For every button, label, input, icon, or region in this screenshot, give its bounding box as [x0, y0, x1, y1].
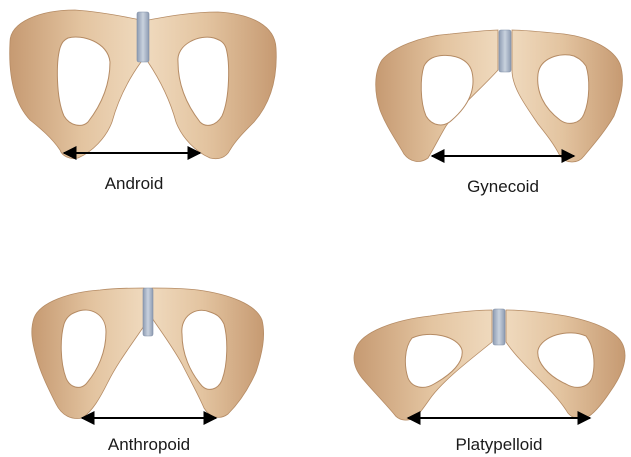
panel-gynecoid: Gynecoid: [376, 30, 623, 196]
anthropoid-pelvis-illustration: [32, 288, 264, 418]
label-gynecoid: Gynecoid: [467, 177, 539, 196]
gynecoid-pelvis-illustration: [376, 30, 623, 162]
android-pelvis-illustration: [10, 10, 277, 159]
panel-anthropoid: Anthropoid: [32, 288, 264, 454]
panel-platypelloid: Platypelloid: [354, 309, 625, 454]
label-android: Android: [105, 174, 164, 193]
panel-android: Android: [10, 10, 277, 193]
label-platypelloid: Platypelloid: [456, 435, 543, 454]
platypelloid-pelvis-illustration: [354, 309, 625, 420]
label-anthropoid: Anthropoid: [108, 435, 190, 454]
